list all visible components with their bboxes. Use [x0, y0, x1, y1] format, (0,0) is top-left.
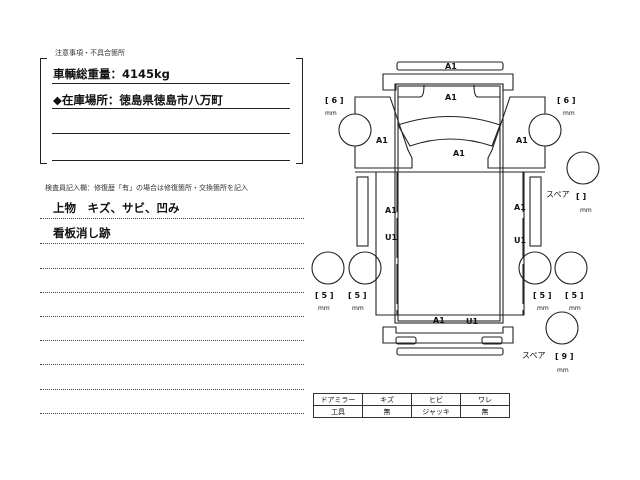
frame-outline — [375, 172, 525, 316]
cab-body-inner — [397, 85, 501, 322]
inspector-rule — [40, 316, 304, 317]
label-left-a: A1 — [385, 206, 397, 215]
tread-front-left: [ 6 ] — [325, 96, 343, 105]
unit-mm: mm — [325, 110, 337, 117]
label-cab-right: A1 — [516, 136, 528, 145]
notes-rule — [52, 133, 290, 134]
notes-rule — [52, 108, 290, 109]
rear-light-left — [395, 336, 417, 345]
table-cell: ワレ — [460, 393, 510, 406]
rear-light-right — [481, 336, 503, 345]
table-cell: 工具 — [313, 405, 363, 418]
notes-rule — [52, 83, 290, 84]
cab-right-panel — [487, 96, 546, 169]
cab-body — [394, 83, 504, 324]
notes-rule — [52, 160, 290, 161]
equipment-table: ドアミラー キズ ヒビ ワレ 工具 無 ジャッキ 無 — [313, 393, 510, 418]
label-right-u: U1 — [514, 236, 526, 245]
notes-line-1: 車輌総重量：4145kg — [53, 67, 170, 81]
tread-spare-1: [ ] — [576, 192, 586, 201]
inspector-line-1: 上物 キズ、サビ、凹み — [53, 201, 180, 215]
label-rear-u: U1 — [466, 317, 478, 326]
tread-rear-left-inner: [ 5 ] — [348, 291, 366, 300]
table-cell: 無 — [460, 405, 510, 418]
inspector-rule — [40, 292, 304, 293]
table-row: 工具 無 ジャッキ 無 — [313, 405, 510, 418]
unit-mm: mm — [563, 110, 575, 117]
tread-rear-right-outer: [ 5 ] — [565, 291, 583, 300]
inspector-rule — [40, 340, 304, 341]
table-cell: ヒビ — [411, 393, 461, 406]
label-cab-front: A1 — [445, 93, 457, 102]
bracket-left — [40, 58, 47, 164]
unit-mm: mm — [569, 305, 581, 312]
tread-front-right: [ 6 ] — [557, 96, 575, 105]
wheel-rear-left-outer — [311, 251, 345, 285]
wheel-front-left — [338, 113, 372, 147]
inspector-rule — [40, 218, 304, 219]
spare-wheel-2 — [545, 311, 579, 345]
side-step-right — [529, 176, 542, 247]
inspector-rule — [40, 389, 304, 390]
wheel-rear-left-inner — [348, 251, 382, 285]
side-step-left — [356, 176, 369, 247]
bracket-right — [296, 58, 303, 164]
inspector-rule — [40, 268, 304, 269]
spare-label-1: スペア — [546, 190, 569, 199]
notes-line-2: ◆在庫場所：徳島県徳島市八万町 — [53, 93, 223, 107]
label-rear-a: A1 — [433, 316, 445, 325]
wheel-front-right — [528, 113, 562, 147]
cab-left-panel — [354, 96, 413, 169]
table-row: ドアミラー キズ ヒビ ワレ — [313, 393, 510, 406]
table-cell: ジャッキ — [411, 405, 461, 418]
inspector-rule — [40, 243, 304, 244]
front-corner-right — [473, 84, 500, 98]
label-cab-left: A1 — [376, 136, 388, 145]
unit-mm: mm — [318, 305, 330, 312]
inspector-rule — [40, 413, 304, 414]
tread-spare-2: [ 9 ] — [555, 352, 573, 361]
table-cell: 無 — [362, 405, 412, 418]
inspector-title: 検査員記入欄：修復歴「有」の場合は修復箇所・交換箇所を記入 — [45, 184, 248, 192]
label-right-a: A1 — [514, 203, 526, 212]
rear-bumper — [382, 326, 514, 344]
label-front-bumper: A1 — [445, 62, 457, 71]
notes-title: 注意事項・不具合箇所 — [55, 49, 125, 57]
spare-wheel-1 — [566, 151, 600, 185]
inspector-line-2: 看板消し跡 — [53, 226, 111, 240]
label-windshield: A1 — [453, 149, 465, 158]
table-cell: キズ — [362, 393, 412, 406]
front-bumper-bar — [396, 61, 504, 71]
unit-mm: mm — [580, 207, 592, 214]
windshield — [397, 116, 501, 147]
unit-mm: mm — [352, 305, 364, 312]
tread-rear-left-outer: [ 5 ] — [315, 291, 333, 300]
wheel-rear-right-outer — [554, 251, 588, 285]
label-left-u: U1 — [385, 233, 397, 242]
table-cell: ドアミラー — [313, 393, 363, 406]
unit-mm: mm — [557, 367, 569, 374]
unit-mm: mm — [537, 305, 549, 312]
spare-label-2: スペア — [522, 351, 545, 360]
front-bumper — [382, 73, 514, 91]
inspector-rule — [40, 364, 304, 365]
tread-rear-right-inner: [ 5 ] — [533, 291, 551, 300]
front-corner-left — [398, 84, 425, 98]
rear-bumper-bar — [396, 347, 504, 356]
wheel-rear-right-inner — [518, 251, 552, 285]
